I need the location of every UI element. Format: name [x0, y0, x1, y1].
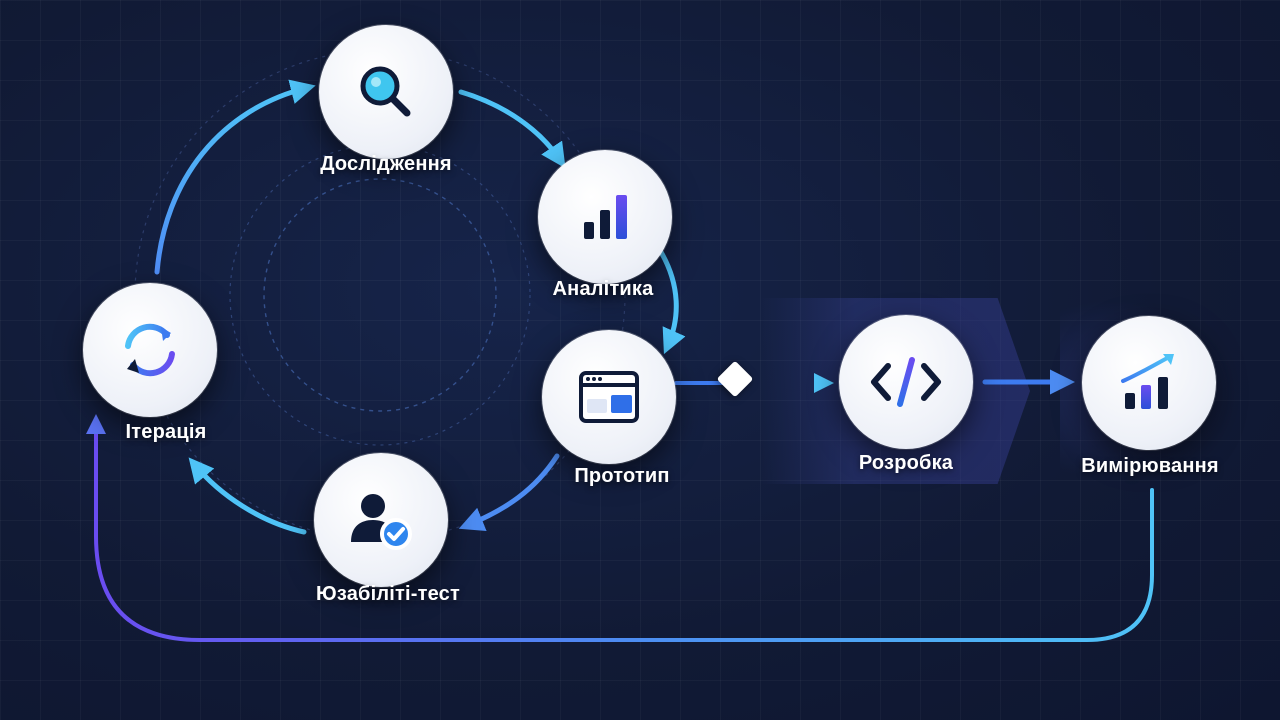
node-prototype[interactable]: [542, 330, 676, 464]
arrow-usability-to-iteration: [188, 457, 307, 535]
arrow-analytics-to-prototype: [658, 249, 686, 355]
user-check-icon: [351, 494, 412, 550]
bar-chart-icon: [584, 195, 627, 239]
decor-inner-dashed-ring: [263, 178, 497, 412]
magnifier-icon: [360, 66, 411, 117]
node-analytics[interactable]: [538, 150, 672, 284]
node-measurement[interactable]: [1082, 316, 1216, 450]
code-brackets-icon: [871, 357, 941, 407]
arrow-iteration-to-research: [154, 79, 316, 275]
browser-window-icon: [579, 371, 639, 423]
feedback-loop-measurement-to-iteration: [86, 414, 1154, 642]
decor-middle-dashed-ring: [229, 144, 531, 446]
label-measurement: Вимірювання: [1081, 455, 1219, 477]
label-usability-test: Юзабіліті-тест: [316, 583, 460, 605]
node-usability-test[interactable]: [314, 453, 448, 587]
label-research: Дослідження: [320, 153, 452, 175]
node-research[interactable]: [319, 25, 453, 159]
label-development: Розробка: [858, 452, 954, 474]
arrow-prototype-to-usability: [458, 453, 560, 531]
node-iteration[interactable]: [83, 283, 217, 417]
node-development[interactable]: [839, 315, 973, 449]
label-iteration: Ітерація: [125, 421, 207, 443]
growth-chart-icon: [1121, 354, 1174, 409]
arrow-research-to-analytics: [458, 89, 566, 169]
refresh-cycle-icon: [125, 323, 175, 377]
label-analytics: Аналітика: [552, 278, 654, 300]
label-prototype: Прототип: [574, 465, 670, 487]
